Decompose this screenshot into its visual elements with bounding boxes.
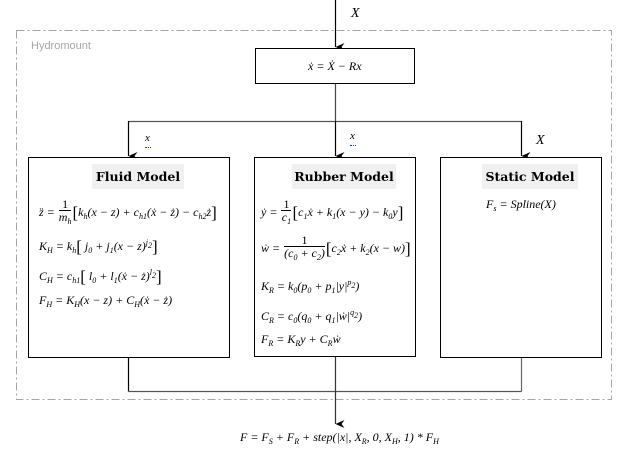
input-label-static: X [536,133,545,148]
static-model-box: Static Model Fs = Spline(X) [440,157,602,358]
input-label-top: X [351,6,360,21]
container-label: Hydromount [31,40,91,52]
output-force-equation: F = FS + FR + step(|x|, XR, 0, XH, 1) * … [240,430,439,446]
static-model-title: Static Model [482,164,578,189]
fluid-equation-1: z̈ = 1mh[kh(x − z) + ch1(ẋ − ż) − ch2z… [39,197,217,226]
relative-displacement-box: ẋ = Ẋ − Rx [255,48,415,84]
rubber-model-title: Rubber Model [292,164,396,189]
rubber-equation-5: FR = KRy + CRẇ [261,332,341,348]
input-label-rubber: x [350,130,355,142]
hydromount-container-border [16,30,612,400]
rubber-equation-4: CR = c0(q0 + q1|ẇ|q2) [261,308,363,325]
fluid-equation-2: KH = kh[ j0 + j1(x − z)j2] [39,237,158,256]
placeholder-mark-icon [145,144,151,148]
rubber-equation-2: ẇ = 1(c0 + c2)[c2ẋ + k2(x − w)] [261,233,411,262]
fluid-equation-4: FH = KH(x − z) + CH(ẋ − ż) [39,293,173,309]
fluid-model-title: Fluid Model [92,164,184,189]
static-equation-1: Fs = Spline(X) [486,197,556,213]
input-label-fluid: x [145,132,150,144]
relative-displacement-equation: ẋ = Ẋ − Rx [308,59,362,73]
fluid-equation-3: CH = ch1[ l0 + l1(ẋ − ż)l2] [39,267,162,286]
placeholder-mark-icon [350,142,356,146]
rubber-equation-3: KR = k0(p0 + p1|y|p2) [261,278,360,295]
